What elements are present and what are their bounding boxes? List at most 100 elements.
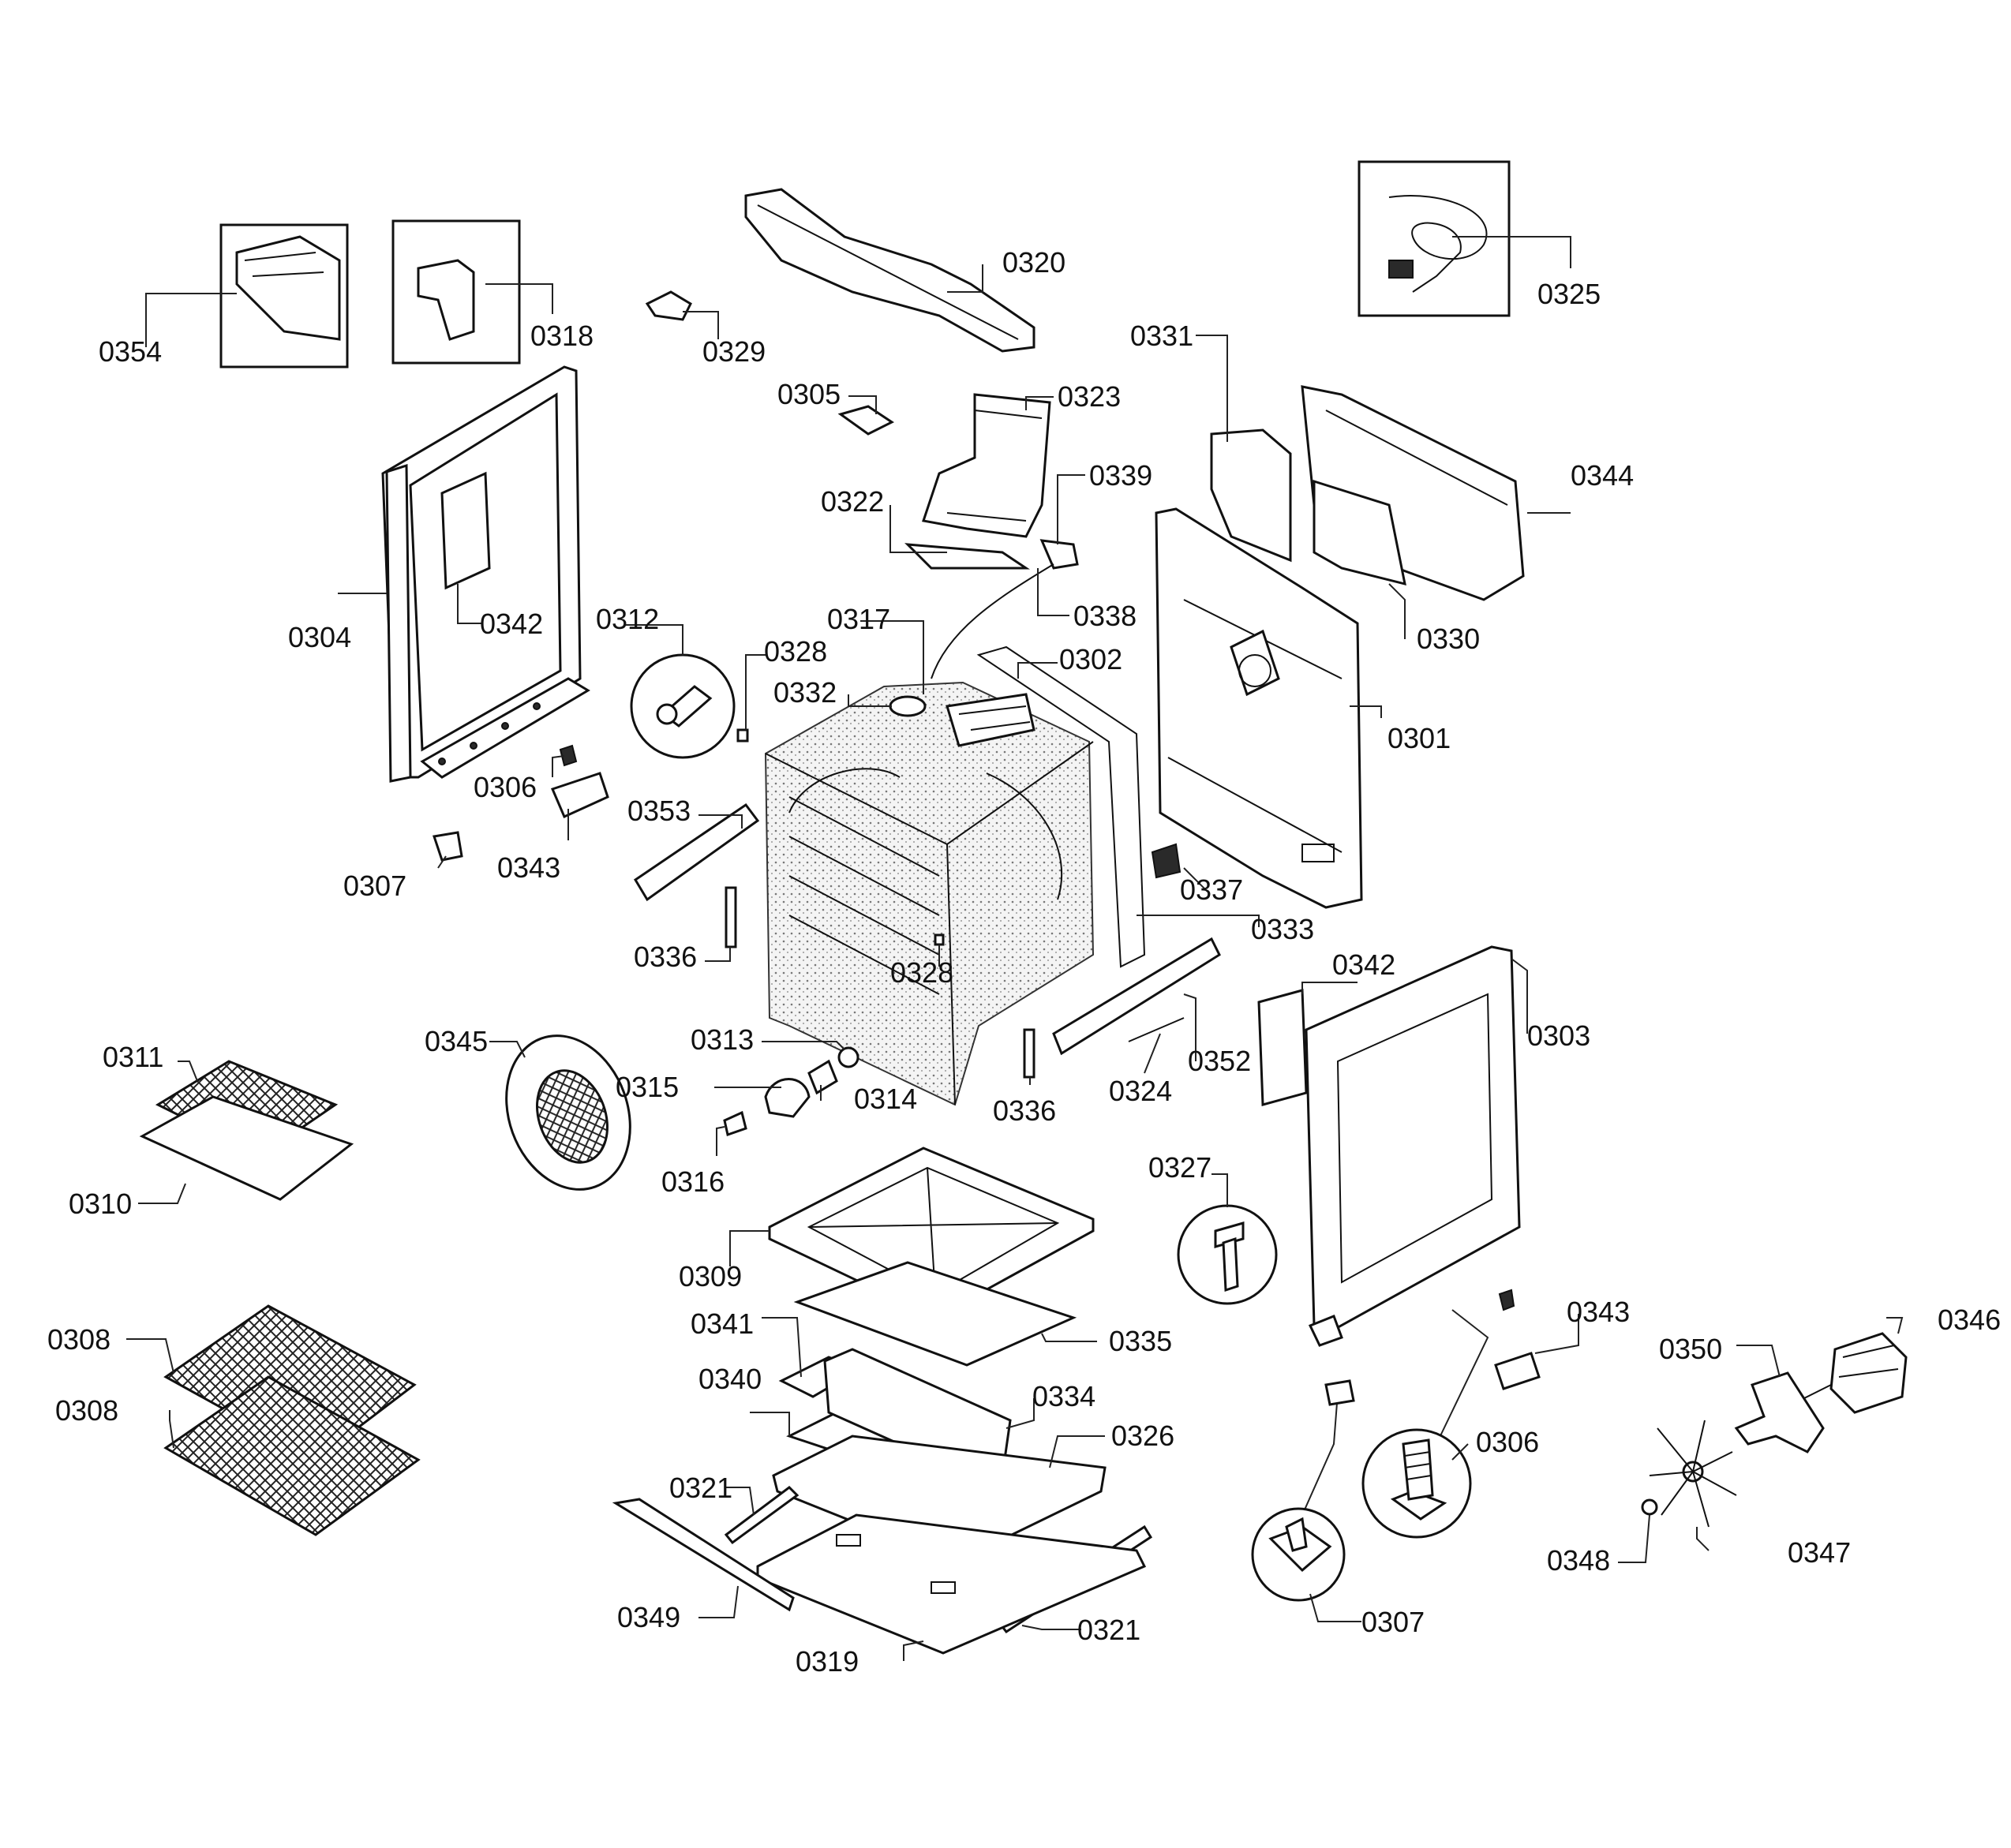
part-0339-drawing	[931, 539, 1079, 679]
part-0343-left-drawing	[550, 772, 609, 818]
part-oven-cavity-drawing	[764, 681, 1095, 1106]
part-0335-drawing	[793, 1261, 1077, 1367]
label-0354: 0354	[99, 335, 162, 368]
part-0325-drawing	[1358, 160, 1511, 317]
part-0306-left-drawing	[559, 744, 578, 767]
label-0315: 0315	[616, 1071, 679, 1103]
label-0313: 0313	[691, 1023, 754, 1056]
part-0316-drawing	[723, 1110, 747, 1136]
label-0343-left: 0343	[497, 851, 560, 884]
label-0336-right: 0336	[993, 1094, 1056, 1127]
label-0347: 0347	[1788, 1536, 1851, 1569]
label-0321-right: 0321	[1077, 1614, 1140, 1646]
label-0314: 0314	[854, 1083, 917, 1115]
label-0350: 0350	[1659, 1333, 1722, 1365]
label-0332: 0332	[773, 676, 837, 709]
part-0326-drawing	[772, 1435, 1107, 1564]
label-0322: 0322	[821, 485, 884, 518]
label-0309: 0309	[679, 1260, 742, 1292]
label-0324: 0324	[1109, 1075, 1172, 1107]
label-0320: 0320	[1002, 246, 1065, 279]
label-0345: 0345	[425, 1025, 488, 1057]
label-0327: 0327	[1148, 1151, 1211, 1184]
part-0331-drawing	[1210, 428, 1292, 563]
label-0346: 0346	[1938, 1304, 2001, 1336]
label-0328-top: 0328	[764, 635, 827, 668]
part-0314-drawing	[807, 1059, 838, 1095]
label-0337: 0337	[1180, 873, 1243, 906]
part-0329-drawing	[645, 290, 692, 321]
part-0313-drawing	[837, 1046, 859, 1068]
part-0304-drawing	[381, 365, 590, 783]
part-0332-drawing	[889, 695, 927, 717]
part-0342-left-drawing	[440, 471, 491, 590]
label-0328-mid: 0328	[890, 956, 953, 989]
label-0307-left: 0307	[343, 870, 406, 902]
part-0321-left-drawing	[724, 1486, 800, 1545]
label-0343-right: 0343	[1567, 1296, 1630, 1328]
part-0342-right-drawing	[1257, 989, 1308, 1106]
part-0337-drawing	[1151, 843, 1182, 879]
label-0323: 0323	[1058, 380, 1121, 413]
label-0308-upper: 0308	[47, 1323, 110, 1356]
label-0341: 0341	[691, 1307, 754, 1340]
part-0352-drawing	[1052, 937, 1221, 1056]
part-0302-drawing	[976, 645, 1146, 968]
part-0346-drawing	[1799, 1332, 1908, 1414]
part-0305-drawing	[837, 405, 894, 436]
label-0301: 0301	[1387, 722, 1451, 754]
part-0347-drawing	[1649, 1420, 1737, 1528]
label-0319: 0319	[796, 1645, 859, 1678]
label-0348: 0348	[1547, 1544, 1610, 1577]
label-0338: 0338	[1073, 600, 1137, 632]
label-0321-left: 0321	[669, 1472, 732, 1504]
part-0328-mid-drawing	[934, 933, 945, 946]
label-0318: 0318	[530, 320, 594, 352]
part-0343-right-drawing	[1494, 1352, 1541, 1390]
part-0345-drawing	[505, 1034, 631, 1191]
part-0348-drawing	[1641, 1498, 1658, 1516]
part-0323-drawing	[904, 393, 1051, 570]
leader-lines	[126, 236, 1904, 1661]
label-0305: 0305	[777, 378, 841, 410]
label-0307-right: 0307	[1361, 1606, 1425, 1638]
label-0342-right: 0342	[1332, 948, 1395, 981]
part-0350-drawing	[1734, 1371, 1825, 1453]
part-0328-top-drawing	[736, 728, 749, 743]
part-0344-drawing	[1301, 385, 1525, 601]
part-0336-right-drawing	[1023, 1028, 1035, 1079]
label-0303: 0303	[1527, 1019, 1590, 1052]
label-0344: 0344	[1571, 459, 1634, 492]
label-0333: 0333	[1251, 913, 1314, 945]
label-0317: 0317	[827, 603, 890, 635]
part-0354-drawing	[219, 223, 349, 368]
part-0324-drawing	[1128, 1017, 1185, 1042]
label-0302: 0302	[1059, 643, 1122, 675]
label-0306-left: 0306	[474, 771, 537, 803]
part-0315-drawing	[764, 1078, 811, 1118]
label-0331: 0331	[1130, 320, 1193, 352]
part-0327-drawing	[1177, 1204, 1278, 1305]
part-0306-right-drawing	[1361, 1289, 1515, 1539]
label-0311: 0311	[103, 1041, 163, 1073]
part-0307-left-drawing	[433, 831, 463, 862]
label-0336-left: 0336	[634, 941, 697, 973]
label-0312: 0312	[596, 603, 659, 635]
label-0334: 0334	[1032, 1380, 1095, 1412]
label-0308-lower: 0308	[55, 1394, 118, 1427]
part-0310-drawing	[139, 1095, 354, 1201]
part-0309-drawing	[768, 1147, 1095, 1319]
part-0308-lower-drawing	[163, 1375, 421, 1536]
label-0352: 0352	[1188, 1045, 1251, 1077]
part-0353-drawing	[633, 802, 760, 902]
part-0349-drawing	[612, 1498, 795, 1612]
label-0342-left: 0342	[480, 608, 543, 640]
label-0339: 0339	[1089, 459, 1152, 492]
part-0312-drawing	[630, 653, 736, 759]
label-0340: 0340	[698, 1363, 762, 1395]
part-0307-right-drawing	[1251, 1379, 1355, 1602]
label-0306-right: 0306	[1476, 1426, 1539, 1458]
label-0329: 0329	[702, 335, 766, 368]
part-0317-drawing	[946, 693, 1035, 747]
